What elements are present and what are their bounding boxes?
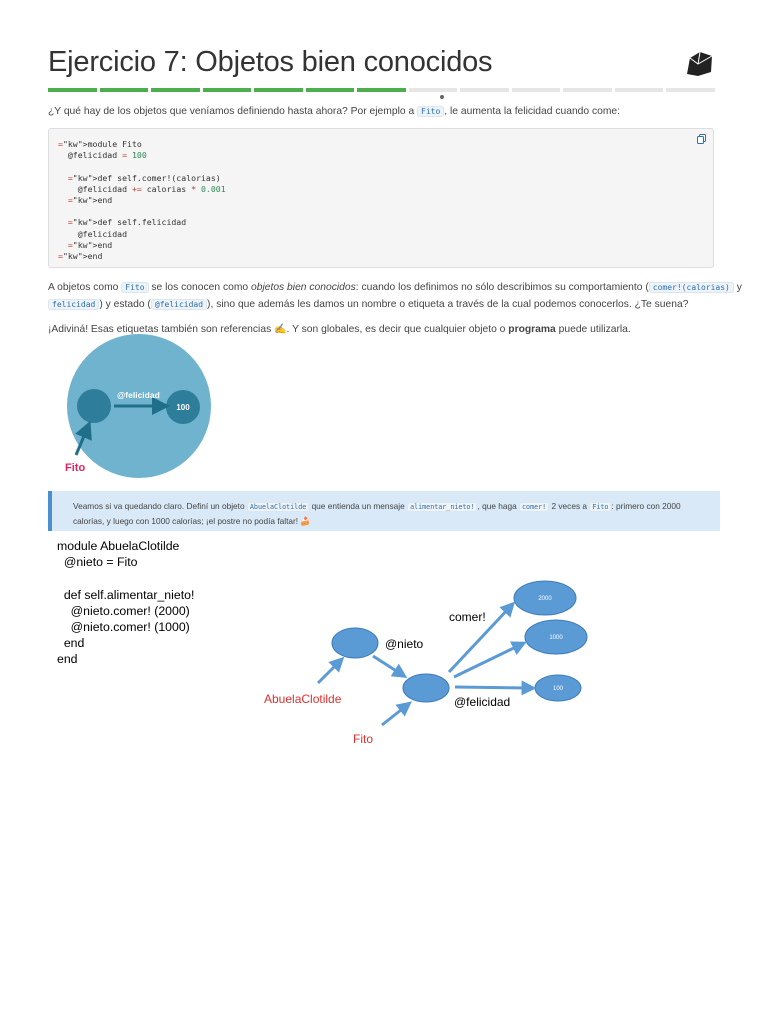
code-chip: Fito bbox=[121, 282, 149, 293]
fito-node bbox=[402, 673, 450, 703]
fito-ref-arrow bbox=[381, 701, 412, 727]
progress-segment[interactable] bbox=[614, 88, 664, 92]
code-chip: comer!(calorias) bbox=[648, 282, 734, 293]
progress-segment[interactable] bbox=[254, 88, 303, 92]
progress-segment[interactable] bbox=[48, 88, 97, 92]
nieto-label: @nieto bbox=[385, 637, 424, 651]
progress-segment[interactable] bbox=[408, 88, 458, 92]
felicidad-arrow-2 bbox=[454, 680, 537, 696]
node-2000 bbox=[513, 580, 577, 616]
progress-segment[interactable] bbox=[460, 88, 509, 92]
fito-label-2: Fito bbox=[353, 732, 373, 746]
code-chip: Fito bbox=[589, 502, 612, 512]
abuela-label: AbuelaClotilde bbox=[264, 692, 342, 706]
comer-arrow-1000 bbox=[453, 641, 527, 679]
progress-segment[interactable] bbox=[563, 88, 612, 92]
value-node bbox=[166, 390, 200, 424]
diagram-fito: @felicidad 100 Fito bbox=[65, 334, 211, 478]
progress-segment[interactable] bbox=[511, 88, 561, 92]
ruby-logo-icon bbox=[687, 51, 713, 76]
reference-node bbox=[77, 389, 111, 423]
felicidad-label: @felicidad bbox=[117, 390, 160, 400]
node-1000 bbox=[524, 619, 588, 655]
code-chip: felicidad bbox=[48, 299, 100, 310]
progress-segment[interactable] bbox=[202, 88, 252, 92]
progress-segment[interactable] bbox=[666, 88, 715, 92]
label-2000: 2000 bbox=[538, 596, 552, 602]
explanation-line-2: felicidad) y estado (@felicidad), sino q… bbox=[48, 297, 688, 313]
felicidad-label-2: @felicidad bbox=[454, 695, 510, 709]
nieto-arrow bbox=[372, 654, 408, 679]
cake-emoji-icon: 🍰 bbox=[300, 516, 311, 526]
code-block: ="kw">module Fito @felicidad = 100 ="kw"… bbox=[48, 128, 714, 268]
student-solution-code: module AbuelaClotilde @nieto = Fito def … bbox=[57, 539, 195, 667]
copy-icon[interactable] bbox=[697, 134, 707, 144]
intro-paragraph: ¿Y qué hay de los objetos que veníamos d… bbox=[48, 106, 621, 117]
abuela-node bbox=[331, 627, 379, 659]
code-chip: alimentar_nieto! bbox=[407, 502, 478, 512]
exercise-instructions: Veamos si va quedando claro. Definí un o… bbox=[48, 491, 720, 531]
code-chip: AbuelaClotilde bbox=[246, 502, 310, 512]
progress-segment[interactable] bbox=[151, 88, 200, 92]
code-chip: @felicidad bbox=[150, 299, 208, 310]
comer-arrow-2000 bbox=[447, 601, 516, 674]
explanation-line-1: A objetos como Fito se los conocen como … bbox=[48, 282, 742, 293]
progress-current-marker bbox=[440, 95, 444, 99]
label-1000: 1000 bbox=[549, 635, 563, 641]
diagram-abuela: 2000 1000 100 @nieto comer! @felicidad A… bbox=[264, 580, 588, 746]
pointing-emoji-icon: ✍ bbox=[274, 324, 287, 335]
abuela-ref-arrow bbox=[316, 656, 345, 685]
progress-segment[interactable] bbox=[99, 88, 149, 92]
fito-label: Fito bbox=[65, 462, 85, 474]
fito-arrow bbox=[74, 420, 92, 456]
page-title: Ejercicio 7: Objetos bien conocidos bbox=[48, 46, 493, 78]
progress-bar bbox=[48, 88, 715, 92]
code-chip: comer! bbox=[519, 502, 550, 512]
hint-paragraph: ¡Adiviná! Esas etiquetas también son ref… bbox=[48, 324, 631, 335]
progress-segment[interactable] bbox=[305, 88, 355, 92]
code-text: ="kw">module Fito @felicidad = 100 ="kw"… bbox=[58, 139, 226, 262]
label-100: 100 bbox=[553, 686, 564, 692]
progress-segment[interactable] bbox=[357, 88, 406, 92]
value-label: 100 bbox=[176, 403, 190, 412]
code-chip: Fito bbox=[417, 106, 445, 117]
comer-label: comer! bbox=[449, 610, 486, 624]
